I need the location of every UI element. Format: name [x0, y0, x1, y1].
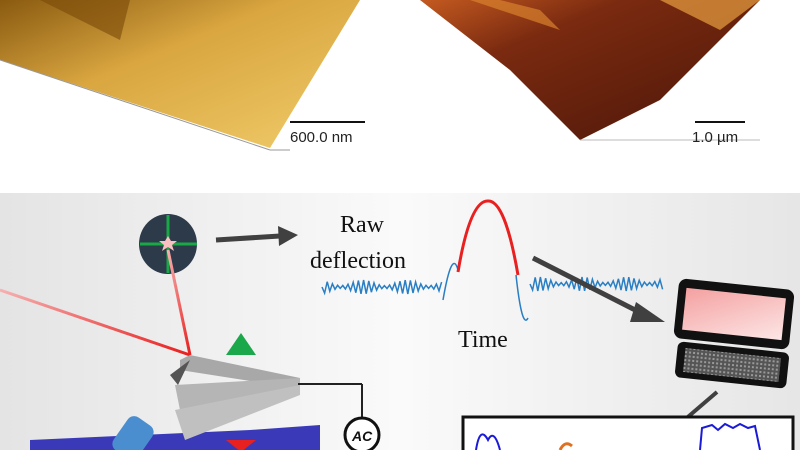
cantilever-icon — [170, 355, 363, 440]
afm-image-right — [420, 0, 760, 141]
signal-peak — [456, 199, 520, 276]
down-arrow-icon — [226, 440, 256, 450]
incident-laser-beam — [0, 288, 191, 357]
sample-particle — [112, 416, 154, 450]
schematic-background — [0, 193, 800, 450]
up-arrow-icon — [226, 333, 256, 355]
afm-image-left — [0, 0, 360, 151]
ac-label: AC — [351, 428, 373, 444]
scale-bar-left-label: 600.0 nm — [290, 129, 353, 146]
computer-icon — [673, 278, 795, 389]
reflected-laser-beam — [166, 249, 192, 356]
arrow-icon — [531, 255, 665, 322]
signal-label-deflection: deflection — [310, 248, 406, 274]
arrow-icon — [215, 226, 298, 246]
ac-source-icon: AC — [343, 416, 381, 450]
signal-dips — [442, 262, 529, 321]
output-plot — [461, 415, 795, 450]
signal-baseline-right — [529, 276, 664, 293]
scale-bar-right-label: 1.0 µm — [692, 129, 738, 146]
time-axis-label: Time — [458, 327, 508, 353]
signal-label-raw: Raw — [340, 212, 385, 238]
photodetector-icon — [139, 214, 197, 274]
signal-baseline-left — [321, 278, 443, 296]
